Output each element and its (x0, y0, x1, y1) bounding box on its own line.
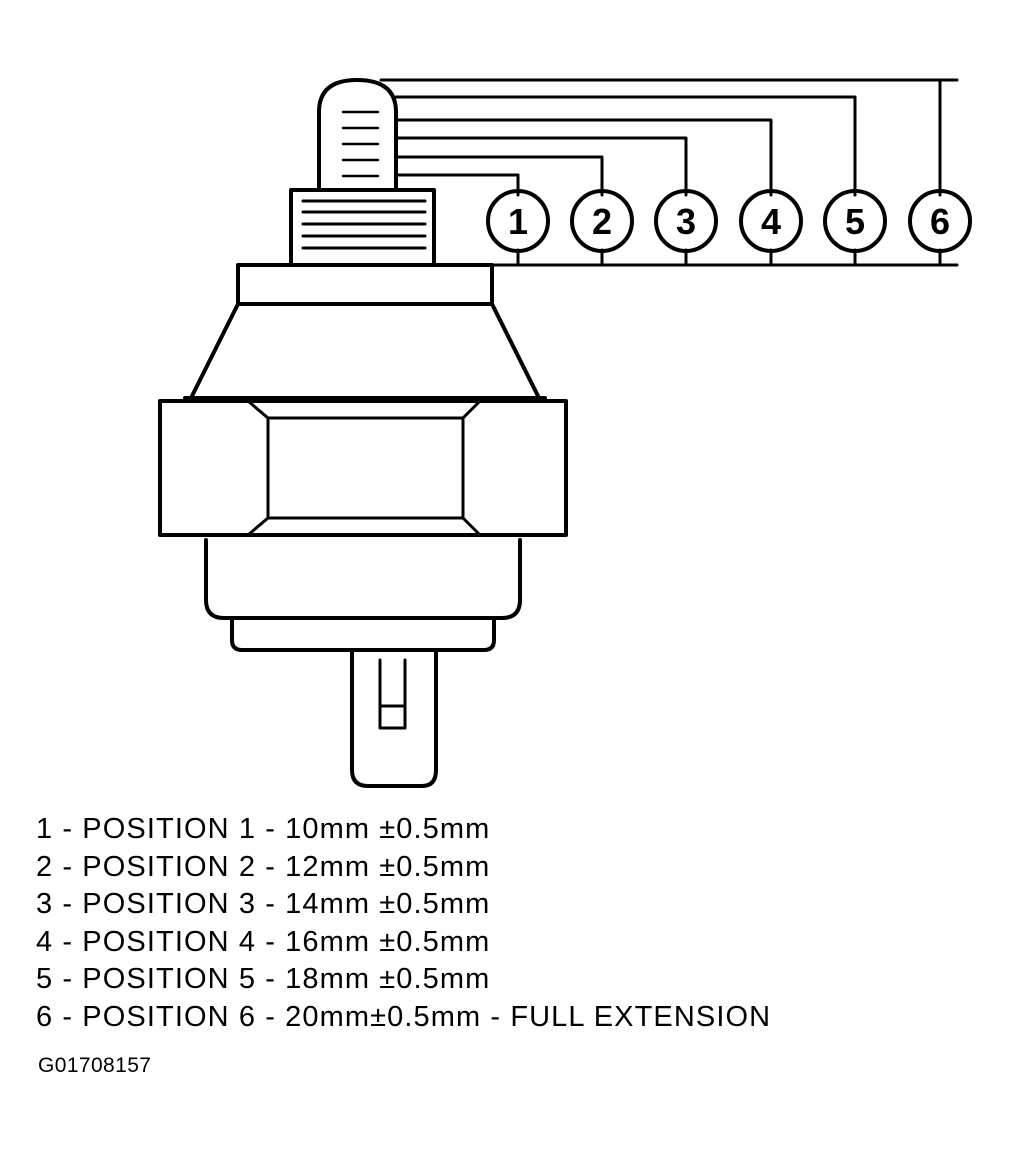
callout-circle-6 (908, 189, 972, 253)
callout-circle-5 (823, 189, 887, 253)
callout-label-5: 5 (845, 201, 865, 242)
terminal-slot (378, 658, 407, 730)
threaded-stem (289, 188, 436, 267)
callout-label-6: 6 (930, 201, 950, 242)
figure-id: G01708157 (38, 1054, 152, 1077)
callout-circle-2 (570, 189, 634, 253)
callout-circle-1 (486, 189, 550, 253)
legend-item-2: 2 - POSITION 2 - 12mm ±0.5mm (36, 850, 491, 883)
hex-facets (158, 399, 482, 537)
legend-item-6: 6 - POSITION 6 - 20mm±0.5mm - FULL EXTEN… (36, 1000, 772, 1033)
callout-circle-3 (654, 189, 718, 253)
top-collar (236, 263, 494, 306)
leader-lines (379, 78, 959, 197)
legend-item-3: 3 - POSITION 3 - 14mm ±0.5mm (36, 888, 491, 920)
callout-label-4: 4 (761, 201, 781, 242)
legend-item-1: 1 - POSITION 1 - 10mm ±0.5mm (36, 813, 491, 845)
lower-body (204, 538, 522, 620)
legend-item-4: 4 - POSITION 4 - 16mm ±0.5mm (36, 925, 491, 958)
callout-label-1: 1 (508, 201, 528, 242)
callout-label-2: 2 (592, 201, 612, 242)
plunger-graduations (341, 110, 380, 178)
callout-circle-4 (739, 189, 803, 253)
callout-label-3: 3 (676, 201, 696, 242)
terminal (350, 648, 438, 788)
legend: 1 - POSITION 1 - 10mm ±0.5mm 2 - POSITIO… (36, 811, 771, 1036)
legend-item-5: 5 - POSITION 5 - 18mm ±0.5mm (36, 963, 491, 995)
tapered-neck (183, 302, 547, 400)
stem-threads (301, 199, 427, 250)
bottom-rim (230, 618, 496, 652)
plunger-tip (317, 78, 398, 192)
hex-body (158, 399, 568, 537)
